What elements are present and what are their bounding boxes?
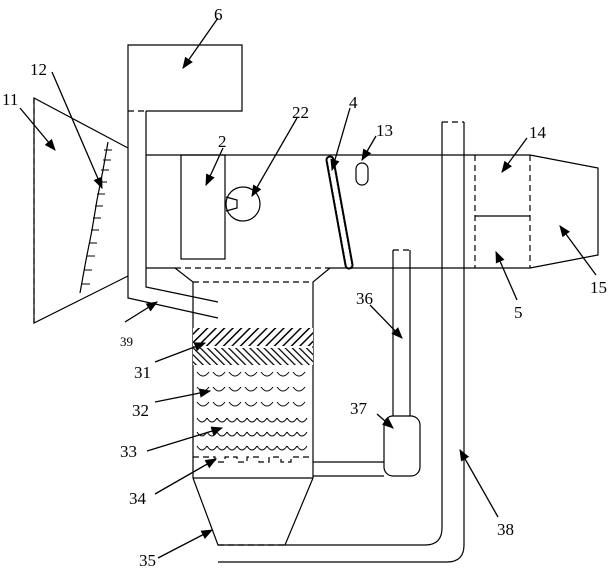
label-34: 34 (129, 489, 147, 508)
label-14: 14 (529, 123, 547, 142)
label-35: 35 (139, 551, 156, 570)
label-15: 15 (590, 278, 607, 297)
label-37: 37 (350, 399, 368, 418)
layer-31 (193, 328, 313, 346)
coil-heater (330, 160, 349, 265)
inlet-hood (34, 98, 128, 323)
outlet-section (475, 155, 598, 268)
leader-lines (20, 18, 596, 558)
top-box (128, 45, 242, 111)
label-6: 6 (214, 5, 223, 24)
label-22: 22 (292, 103, 309, 122)
label-12: 12 (30, 60, 47, 79)
label-2: 2 (218, 132, 227, 151)
label-13: 13 (376, 121, 393, 140)
label-31: 31 (134, 363, 151, 382)
label-11: 11 (2, 90, 18, 109)
vertical-duct (128, 111, 218, 318)
label-4: 4 (349, 93, 358, 112)
label-32: 32 (132, 401, 149, 420)
pump-pipe (313, 250, 420, 476)
label-36: 36 (356, 289, 373, 308)
label-33: 33 (120, 442, 137, 461)
label-38: 38 (497, 520, 514, 539)
main-channel (146, 155, 475, 268)
label-39: 39 (120, 334, 133, 349)
layer-32-33 (197, 372, 307, 450)
unit-2 (181, 155, 225, 259)
sensor-13 (356, 163, 368, 185)
label-5: 5 (514, 303, 523, 322)
layer-31b (193, 348, 313, 365)
tank (175, 268, 330, 545)
